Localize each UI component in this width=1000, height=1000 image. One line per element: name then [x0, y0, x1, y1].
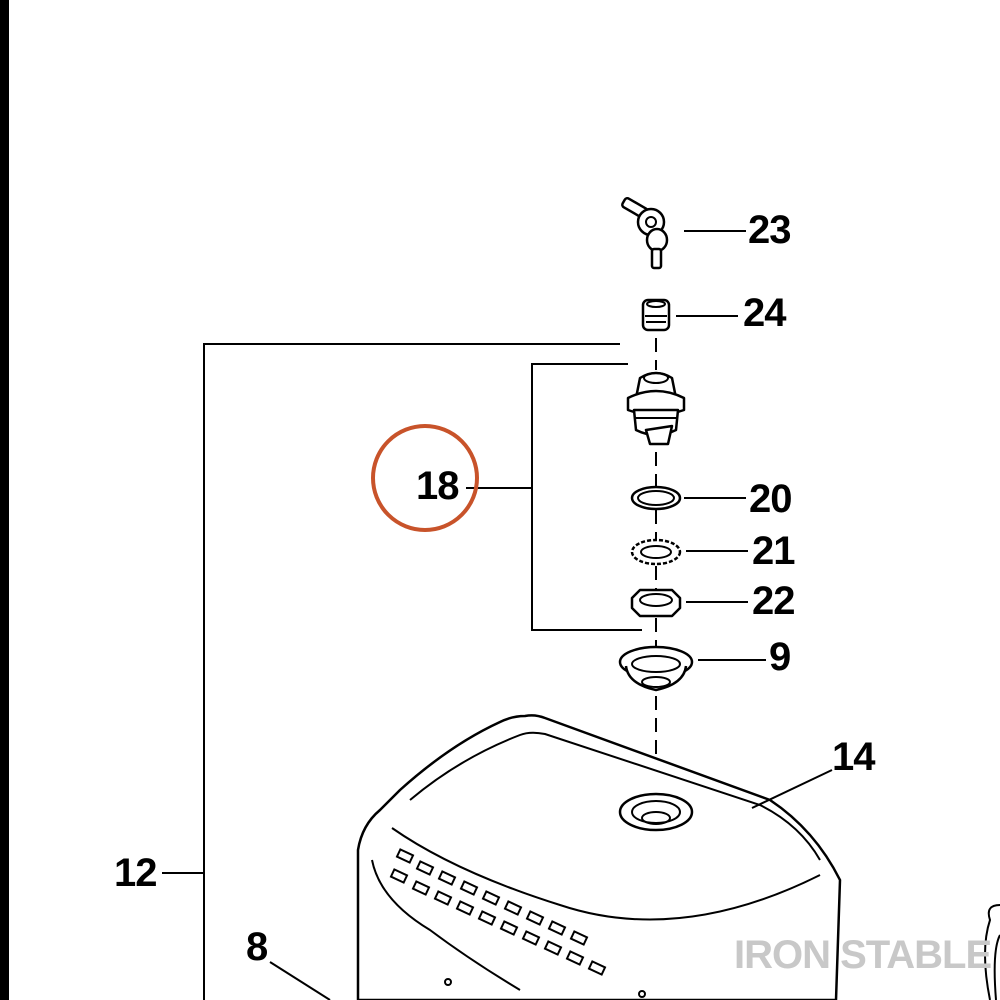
callout-12: 12 — [114, 851, 157, 895]
lock-cylinder-part-24 — [641, 298, 671, 332]
lock-washer-part-21 — [630, 538, 682, 566]
callout-22: 22 — [752, 579, 795, 623]
nut-part-22 — [630, 588, 682, 618]
watermark: IRON STABLE — [734, 933, 991, 977]
callout-9: 9 — [769, 635, 790, 679]
highlight-circle — [371, 424, 479, 532]
flange-part-9 — [618, 645, 694, 692]
callout-20: 20 — [749, 477, 792, 521]
side-part-fragment — [984, 904, 1000, 1000]
callout-23: 23 — [748, 208, 791, 252]
keys-part-23 — [621, 197, 669, 270]
tank-vent-slots — [389, 848, 607, 976]
o-ring-part-20 — [630, 485, 682, 511]
callout-21: 21 — [752, 529, 795, 573]
left-border — [0, 0, 9, 1000]
callout-18: 18 — [416, 464, 459, 508]
gas-cap-assembly-part-18 — [626, 371, 686, 446]
callout-24: 24 — [743, 291, 787, 335]
fuel-tank-part-14 — [356, 714, 842, 1000]
callout-8: 8 — [246, 925, 268, 969]
callout-14: 14 — [832, 735, 876, 779]
